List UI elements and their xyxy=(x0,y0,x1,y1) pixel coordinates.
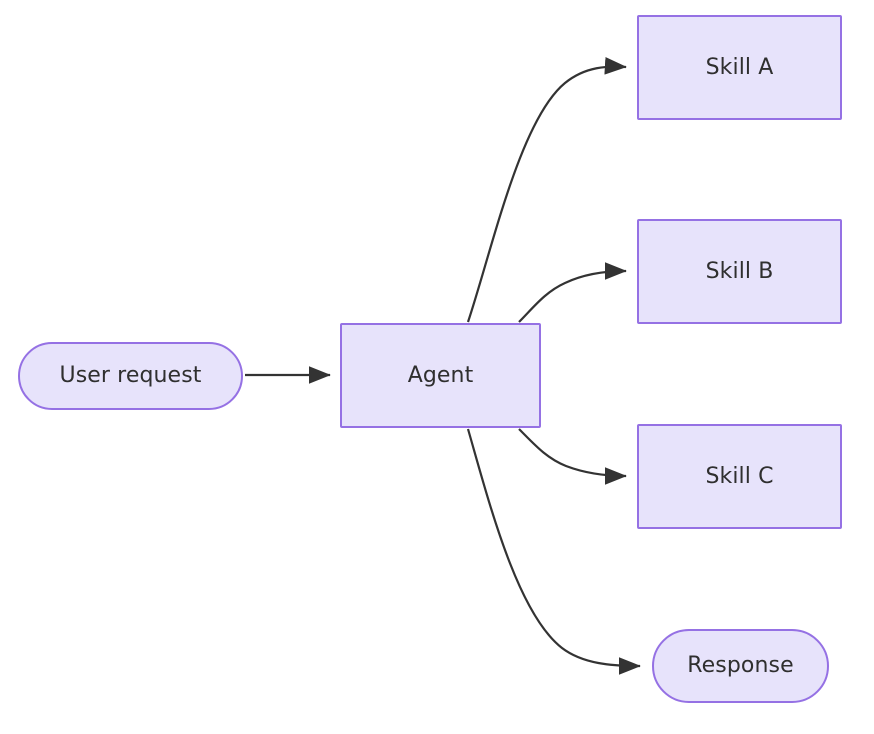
edge-agent-to-response xyxy=(466,428,641,675)
edge-agent-to-skill-a xyxy=(466,57,627,323)
node-skill-a[interactable]: Skill A xyxy=(637,15,842,120)
node-user-request[interactable]: User request xyxy=(18,342,243,410)
node-skill-c[interactable]: Skill C xyxy=(637,424,842,529)
node-agent[interactable]: Agent xyxy=(340,323,541,428)
node-skill-b-label: Skill B xyxy=(705,258,774,284)
node-user-request-label: User request xyxy=(59,363,202,388)
node-agent-label: Agent xyxy=(407,362,474,388)
node-skill-b[interactable]: Skill B xyxy=(637,219,842,324)
node-response[interactable]: Response xyxy=(652,629,829,703)
edge-agent-to-skill-c xyxy=(518,428,627,485)
node-skill-c-label: Skill C xyxy=(705,463,774,489)
node-response-label: Response xyxy=(687,653,794,678)
edge-agent-to-skill-b xyxy=(518,262,627,323)
node-skill-a-label: Skill A xyxy=(705,54,774,80)
